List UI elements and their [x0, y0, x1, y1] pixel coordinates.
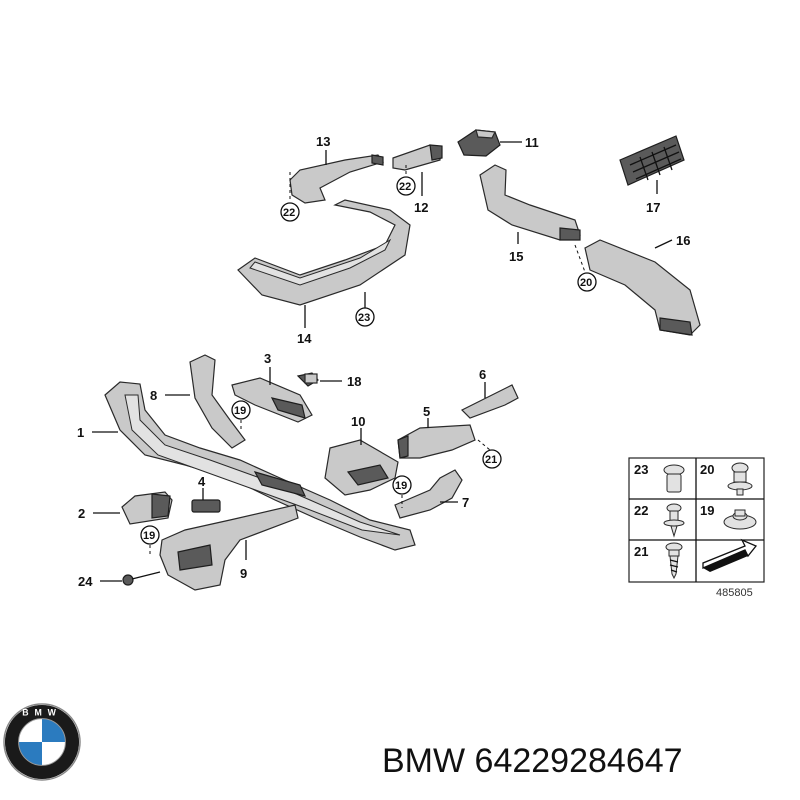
legend-19: 19: [700, 503, 714, 518]
legend-23: 23: [634, 462, 648, 477]
logo-letters: BMW: [22, 708, 61, 718]
part-3-vent: [231, 377, 313, 423]
callout-3: 3: [264, 351, 271, 366]
callout-5: 5: [423, 404, 430, 419]
circle-20: [577, 272, 597, 292]
callout-1: 1: [77, 425, 84, 440]
callout-18: 18: [347, 374, 361, 389]
bmw-logo: BMW: [3, 703, 81, 781]
part-18-clip: [296, 372, 319, 387]
callout-15: 15: [509, 249, 523, 264]
screw-21-icon: [665, 542, 683, 580]
part-13-duct: [289, 154, 384, 204]
part-14-duct: [237, 199, 411, 306]
legend-21: 21: [634, 544, 648, 559]
part-8-duct: [189, 354, 246, 449]
circle-19-c: [140, 525, 160, 545]
callout-17: 17: [646, 200, 660, 215]
circle-21: [482, 449, 502, 469]
part-16-duct: [584, 239, 701, 336]
legend-20: 20: [700, 462, 714, 477]
callout-11: 11: [525, 135, 539, 150]
part-2-vent: [121, 491, 173, 525]
part-6-duct: [460, 384, 519, 419]
part-10-duct: [324, 439, 399, 496]
circled-23: 23: [358, 312, 370, 324]
leader-16: [654, 239, 673, 249]
circled-22-b: 22: [399, 181, 411, 193]
callout-4: 4: [198, 474, 206, 489]
part-9-duct: [159, 504, 299, 591]
part-24-screw: [122, 571, 161, 586]
part-1-main-duct: [104, 381, 416, 551]
callout-9: 9: [240, 566, 247, 581]
circle-19-a: [231, 400, 251, 420]
part-caption: BMW 64229284647: [382, 742, 683, 781]
callout-13: 13: [316, 134, 330, 149]
screw-22-icon: [663, 503, 685, 538]
circled-22-a: 22: [283, 207, 295, 219]
circle-23: [355, 307, 375, 327]
part-5-duct: [397, 424, 476, 459]
circled-21: 21: [485, 454, 497, 466]
nut-19-icon: [723, 509, 757, 530]
part-4-part: [191, 499, 221, 513]
circled-19-a: 19: [234, 405, 246, 417]
callout-8: 8: [150, 388, 157, 403]
fastener-legend: 23 20 22 19 21: [628, 457, 765, 583]
caption-part-number: 64229284647: [474, 742, 683, 780]
clip-20-icon: [727, 462, 753, 496]
callout-16: 16: [676, 233, 690, 248]
callout-12: 12: [414, 200, 428, 215]
part-7-duct: [394, 469, 463, 519]
circled-20: 20: [580, 277, 592, 289]
callout-10: 10: [351, 414, 365, 429]
direction-arrow-icon: [702, 538, 758, 572]
callout-2: 2: [78, 506, 85, 521]
callout-6: 6: [479, 367, 486, 382]
circled-19-b: 19: [395, 480, 407, 492]
part-12-duct: [392, 144, 443, 171]
circle-19-b: [392, 475, 412, 495]
diagram-id: 485805: [716, 587, 753, 599]
part-11-duct: [457, 129, 501, 157]
part-15-duct: [479, 164, 581, 241]
callout-7: 7: [462, 495, 469, 510]
legend-22: 22: [634, 503, 648, 518]
circle-22-b: [396, 176, 416, 196]
circle-22-a: [280, 202, 300, 222]
callout-14: 14: [297, 331, 312, 346]
bolt-23-icon: [663, 464, 685, 493]
callout-24: 24: [78, 574, 93, 589]
circled-19-c: 19: [143, 530, 155, 542]
part-17-grille: [619, 135, 685, 186]
caption-brand: BMW: [382, 742, 466, 780]
